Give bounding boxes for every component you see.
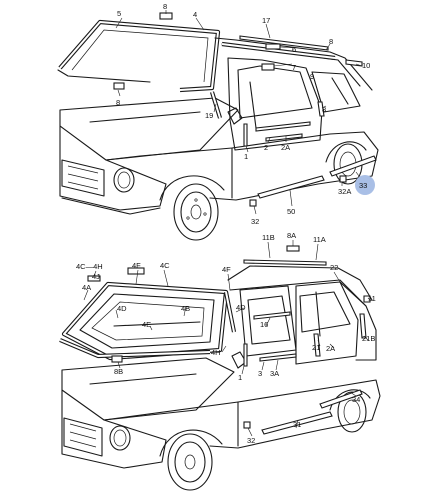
callout-32a: 32A bbox=[338, 187, 351, 196]
callout-50: 50 bbox=[287, 207, 295, 216]
callout-4a: 4A bbox=[82, 283, 91, 292]
callout-4d: 4D bbox=[117, 304, 127, 313]
callout-8b: 8B bbox=[114, 367, 123, 376]
callout-10: 10 bbox=[362, 61, 370, 70]
callout-4: 4 bbox=[193, 10, 197, 19]
highlight-marker-33 bbox=[355, 175, 375, 195]
callout-2: 2 bbox=[264, 143, 268, 152]
callout-4b: 4B bbox=[181, 304, 190, 313]
callout-8: 8 bbox=[322, 105, 326, 114]
top-callouts: 5 8 4 17 8 6 7 10 9 8 8 19 1 2 2A 33 32A… bbox=[116, 2, 370, 226]
callout-4c-4h: 4C—4H bbox=[76, 262, 103, 271]
callout-8: 8 bbox=[116, 98, 120, 107]
callout-21: 21 bbox=[312, 343, 320, 352]
callout-4c: 4C bbox=[160, 261, 170, 270]
callout-33: 33 bbox=[359, 181, 367, 190]
callout-11b: 11B bbox=[262, 233, 275, 242]
callout-16: 16 bbox=[260, 320, 268, 329]
callout-2a: 2A bbox=[281, 143, 290, 152]
callout-9: 9 bbox=[310, 72, 314, 81]
callout-6: 6 bbox=[292, 45, 296, 54]
top-leader-lines bbox=[115, 10, 363, 215]
callout-17: 17 bbox=[262, 16, 270, 25]
callout-5: 5 bbox=[117, 9, 121, 18]
callout-4f: 4F bbox=[132, 261, 141, 270]
callout-1: 1 bbox=[244, 152, 248, 161]
bottom-callouts: 11B 8A 11A 4C—4H 4J 4F 4C 4F 22 4A 4D 4B… bbox=[76, 231, 376, 445]
callout-31: 31 bbox=[293, 420, 301, 429]
callout-32: 32 bbox=[247, 436, 255, 445]
callout-4d: 4D bbox=[236, 303, 246, 312]
callout-22: 22 bbox=[330, 263, 338, 272]
callout-21b: 21B bbox=[362, 334, 375, 343]
callout-4e: 4E bbox=[142, 320, 151, 329]
top-car-illustration bbox=[57, 12, 379, 241]
callout-8: 8 bbox=[163, 2, 167, 11]
callout-4h: 4H bbox=[211, 348, 221, 357]
bottom-leader-lines bbox=[83, 240, 371, 437]
callout-2a: 2A bbox=[326, 344, 335, 353]
callout-3: 3 bbox=[258, 369, 262, 378]
callout-8a: 8A bbox=[287, 231, 296, 240]
callout-4f: 4F bbox=[222, 265, 231, 274]
callout-1: 1 bbox=[238, 373, 242, 382]
callout-11: 11 bbox=[368, 294, 376, 303]
callout-32: 32 bbox=[251, 217, 259, 226]
callout-11a: 11A bbox=[313, 235, 326, 244]
callout-19: 19 bbox=[205, 111, 213, 120]
callout-3a: 3A bbox=[270, 369, 279, 378]
callout-8: 8 bbox=[329, 37, 333, 46]
bottom-car-illustration bbox=[59, 245, 381, 491]
callout-34: 34 bbox=[352, 395, 360, 404]
callout-4j: 4J bbox=[92, 272, 100, 281]
callout-7: 7 bbox=[292, 63, 296, 72]
